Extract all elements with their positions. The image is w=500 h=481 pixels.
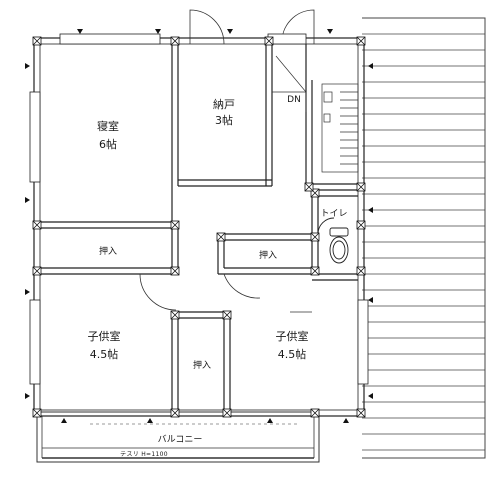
marker-triangle [327,29,333,34]
roof-hatching [362,33,485,451]
stair-treads [340,91,358,165]
column-marker [310,266,320,276]
child-room-right-name: 子供室 [276,329,309,343]
walls [33,37,365,417]
marker-triangle [343,418,349,423]
marker-triangle [25,393,30,399]
door-swings [139,9,315,313]
marker-triangle [227,29,233,34]
marker-triangle [147,418,153,423]
column-marker [356,36,366,46]
column-marker [356,182,366,192]
marker-triangle [25,197,30,203]
hall-closet-label: 押入 [259,249,277,261]
column-markers [32,36,366,418]
column-marker [32,408,42,418]
marker-triangle [368,207,373,213]
exterior-markers [25,29,373,423]
column-marker [32,220,42,230]
column-marker [170,408,180,418]
column-marker [356,408,366,418]
toilet-fixture [317,217,349,264]
column-marker [32,266,42,276]
marker-triangle [368,297,373,303]
storage-name: 納戸 [213,98,235,111]
column-marker [310,232,320,242]
bedroom-size: 6帖 [99,138,117,151]
marker-triangle [77,29,83,34]
column-marker [222,310,232,320]
child-room-right-size: 4.5帖 [278,348,307,361]
center-closet-label: 押入 [193,359,211,371]
stairs-down-label: DN [287,95,301,105]
column-marker [32,36,42,46]
column-marker [304,182,314,192]
column-marker [170,310,180,320]
column-marker [264,36,274,46]
bedroom-name: 寝室 [97,119,119,133]
bedroom-closet-label: 押入 [99,245,117,257]
column-marker [170,36,180,46]
storage-size: 3帖 [215,114,233,127]
column-marker [222,408,232,418]
handrail-note: テスリ H=1100 [120,451,168,458]
balcony-label: バルコニー [158,434,203,445]
marker-triangle [267,418,273,423]
child-room-left-name: 子供室 [88,329,121,343]
roof-area [362,17,486,459]
column-marker [170,266,180,276]
column-marker [356,220,366,230]
column-marker [356,266,366,276]
marker-triangle [61,418,67,423]
balcony [36,411,320,463]
marker-triangle [155,29,161,34]
child-room-left-size: 4.5帖 [90,348,119,361]
column-marker [216,232,226,242]
marker-triangle [368,393,373,399]
stairs [272,55,359,173]
marker-triangle [25,289,30,295]
toilet-label: トイレ [320,209,347,219]
windows [29,33,369,385]
column-marker [170,220,180,230]
marker-triangle [25,63,30,69]
column-marker [310,408,320,418]
marker-triangle [368,63,373,69]
